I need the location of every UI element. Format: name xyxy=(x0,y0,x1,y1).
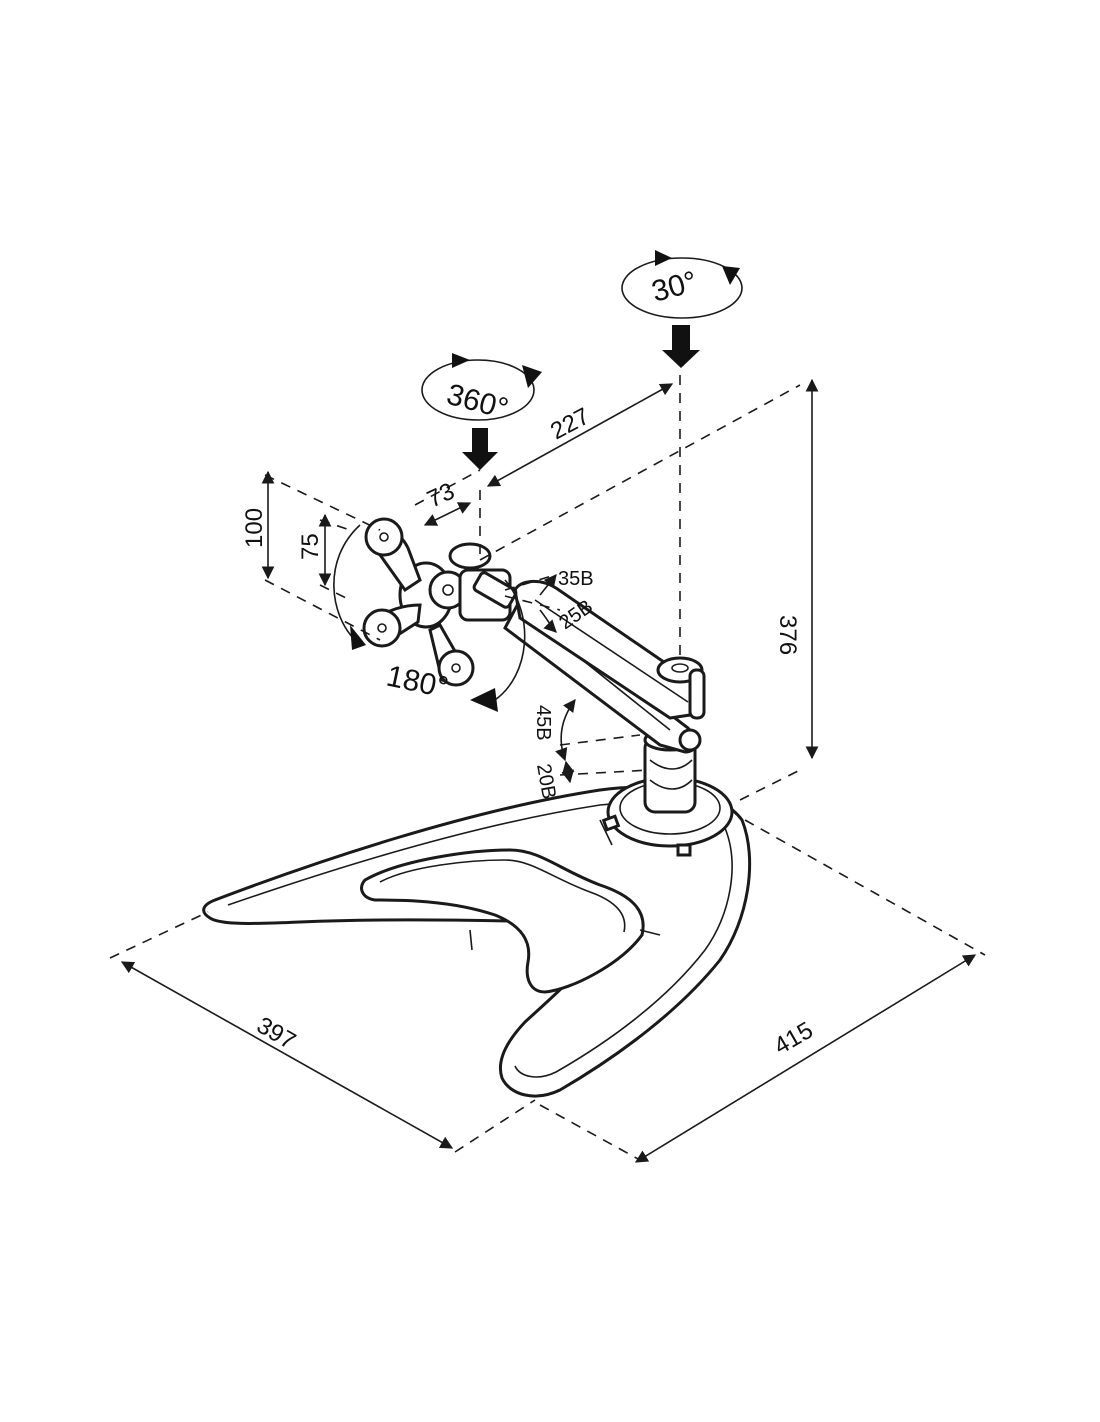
dimension-lines xyxy=(120,378,977,1163)
head-offset-label: 73 xyxy=(423,478,459,514)
tilt-up-label: 35В xyxy=(558,568,594,590)
column xyxy=(601,728,734,857)
swivel-head-arrow-right-icon xyxy=(522,365,542,388)
swivel-top-arrow-left-icon xyxy=(655,250,672,266)
rotation-arrows xyxy=(333,250,743,784)
upper-arm xyxy=(513,580,706,720)
swivel-head-ring xyxy=(421,359,535,421)
base-width-label: 415 xyxy=(770,1017,818,1060)
rotation-arc-right xyxy=(494,579,526,701)
swivel-head-label: 360° xyxy=(443,378,511,426)
vesa-head xyxy=(362,517,518,687)
down-arrow-top-icon xyxy=(662,325,700,368)
vesa-small-label: 75 xyxy=(297,533,324,560)
vesa-large-label: 100 xyxy=(241,508,268,548)
swivel-top-label: 30° xyxy=(648,265,700,309)
arm-up-label: 45В xyxy=(532,705,554,741)
rotation-arrow-right-icon xyxy=(470,688,498,712)
total-height-label: 376 xyxy=(774,615,801,655)
rotation-arrow-left-icon xyxy=(350,625,366,650)
down-arrow-head-icon xyxy=(462,428,498,470)
rotation-arc-left xyxy=(333,524,361,641)
swivel-head-arrow-left-icon xyxy=(452,353,470,368)
swivel-top-arrow-right-icon xyxy=(722,266,740,285)
swivel-top-ring xyxy=(621,257,743,319)
arm-down-label: 20В xyxy=(532,762,560,801)
base-depth-label: 397 xyxy=(252,1012,300,1055)
stand-base xyxy=(202,785,752,1098)
arm-reach-label: 227 xyxy=(546,403,594,446)
